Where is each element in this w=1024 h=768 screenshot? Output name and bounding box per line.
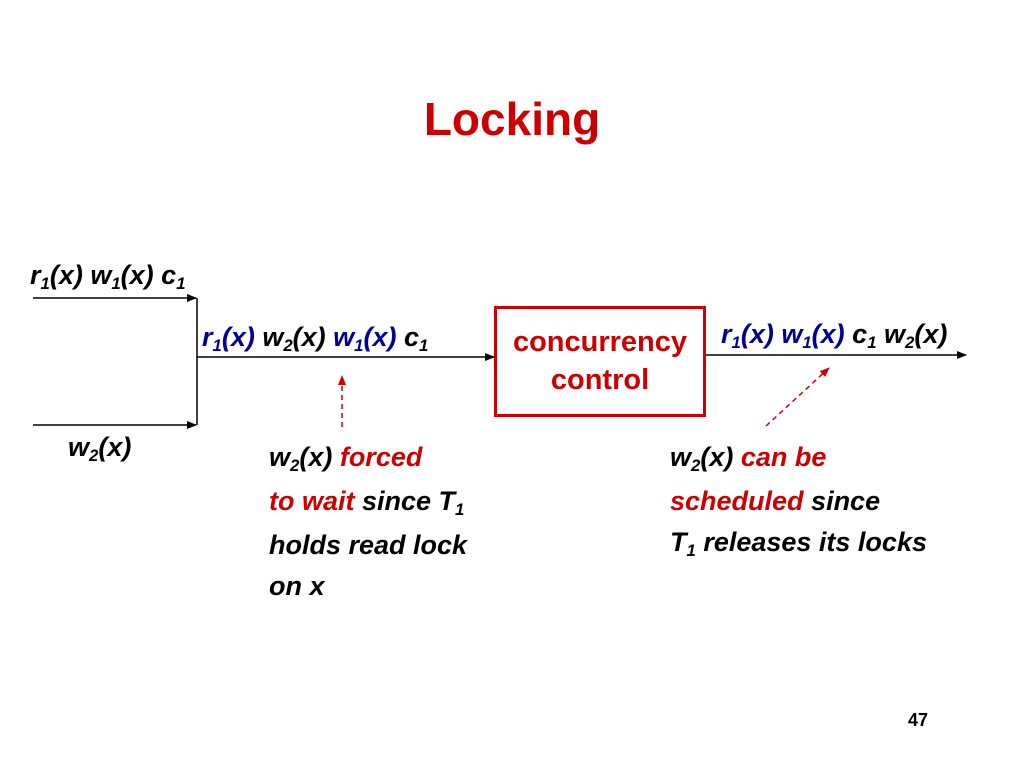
concurrency-control-box: concurrency control	[494, 306, 706, 417]
note-can-be-scheduled: w2(x) can be scheduled since T1 releases…	[670, 437, 927, 566]
note-left-line2: to wait since T1	[269, 486, 465, 520]
t1-schedule: r1(x) w1(x) c1	[30, 260, 186, 294]
cc-box-line2: control	[550, 363, 650, 396]
output-schedule: r1(x) w1(x) c1 w2(x)	[721, 319, 948, 353]
cc-box-line1: concurrency	[512, 325, 688, 358]
note-right-line3: T1 releases its locks	[670, 527, 927, 561]
right-note-pointer	[765, 367, 830, 427]
slide-title: Locking	[423, 93, 601, 145]
page-number: 47	[908, 710, 929, 730]
merged-schedule: r1(x) w2(x) w1(x) c1	[202, 322, 429, 356]
note-right-line2: scheduled since	[670, 486, 881, 516]
note-left-line4: on x	[269, 571, 325, 601]
note-forced-to-wait: w2(x) forced to wait since T1 holds read…	[269, 437, 467, 607]
t2-schedule: w2(x)	[68, 432, 132, 466]
note-right-line1: w2(x) can be	[670, 442, 827, 476]
note-left-line1: w2(x) forced	[269, 442, 423, 476]
note-left-line3: holds read lock	[269, 530, 468, 560]
